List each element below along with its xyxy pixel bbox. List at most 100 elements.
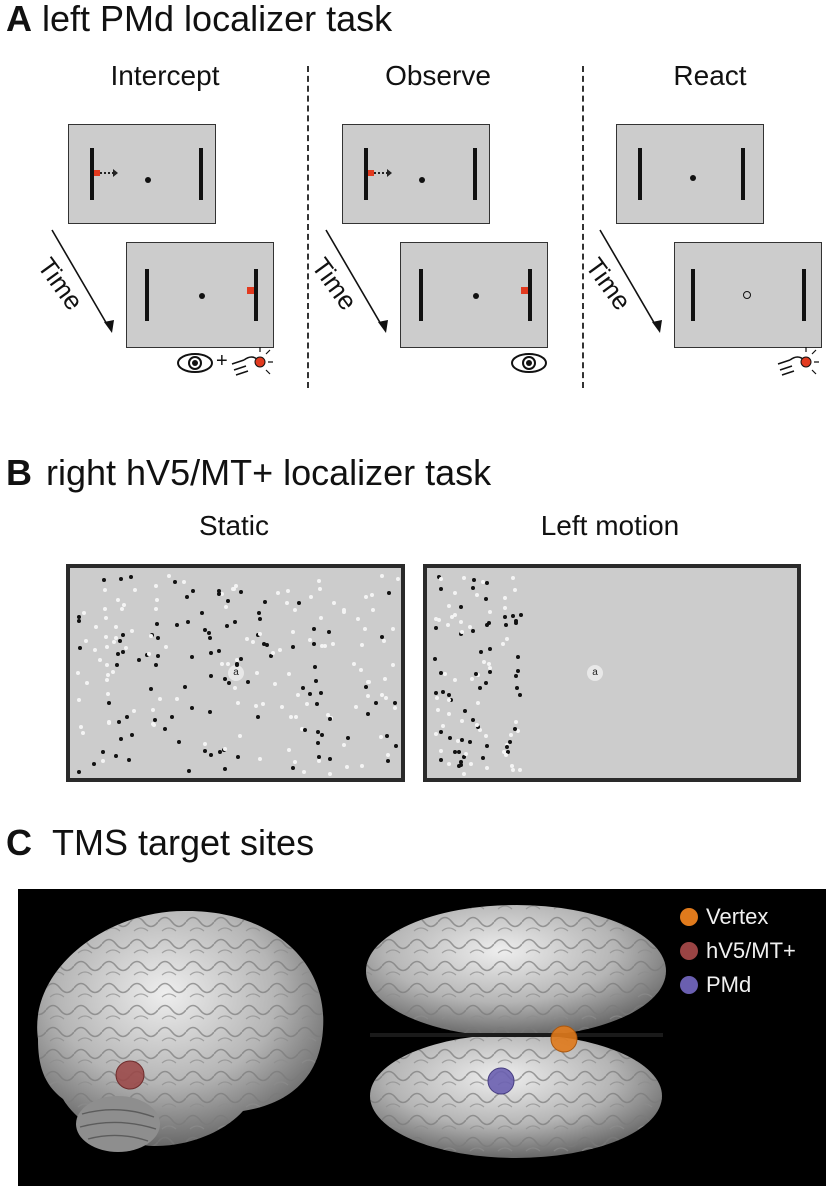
random-dot [202,748,207,753]
random-dot [153,584,158,589]
random-dot [181,579,186,584]
random-dot [486,662,491,667]
random-dot [97,657,102,662]
random-dot [487,666,492,671]
arrow-head [387,169,392,177]
plus-sign: + [216,350,228,372]
random-dot [513,621,518,626]
random-dot [316,730,321,735]
random-dot [438,577,443,582]
stimulus-screen-end [400,242,548,348]
random-dot [77,697,82,702]
random-dot [488,669,493,674]
legend-item-hv5-mt: hV5/MT+ [680,938,796,964]
random-dot [132,708,137,713]
random-dot [255,671,260,676]
random-dot [287,747,292,752]
random-dot [129,574,134,579]
random-dot [452,613,457,618]
random-dot [438,758,443,763]
random-dot [474,722,479,727]
random-dot [237,733,242,738]
site-vertex [550,1025,578,1053]
random-dot [370,607,375,612]
eye-icon [177,353,213,373]
random-dot [478,686,483,691]
random-dot [305,701,310,706]
random-dot [190,654,195,659]
dot-field-static: a [66,564,405,782]
fixation-dot [690,175,696,181]
random-dot [150,721,155,726]
random-dot [83,638,88,643]
random-dot [508,740,513,745]
random-dot [440,724,445,729]
random-dot [157,697,162,702]
random-dot [341,609,346,614]
random-dot [482,659,487,664]
random-dot [307,691,312,696]
random-dot [327,756,332,761]
brain-renderings [37,905,666,1158]
random-dot [235,662,240,667]
random-dot [216,589,221,594]
random-dot [317,758,322,763]
random-dot [120,633,125,638]
right-bar [473,148,477,200]
random-dot [103,606,108,611]
random-dot [207,630,212,635]
time-arrow [599,229,662,333]
target-square [368,170,374,176]
random-dot [484,597,489,602]
random-dot [458,759,463,764]
random-dot [455,738,460,743]
legend-label: PMd [706,972,752,997]
random-dot [471,628,475,633]
random-dot [153,607,158,612]
target-square [247,287,254,294]
random-dot [186,769,191,774]
random-dot [480,580,485,585]
stimulus-screen-start [616,124,764,224]
random-dot [115,597,120,602]
random-dot [287,672,292,677]
random-dot [106,691,111,696]
legend-item-pmd: PMd [680,972,751,998]
random-dot [504,745,509,750]
random-dot [183,685,188,690]
random-dot [390,626,395,631]
lateral-brain-view [37,910,324,1152]
random-dot [364,594,369,599]
random-dot [78,725,83,730]
site-hv5-mt [115,1060,145,1090]
random-dot [362,626,367,631]
random-dot [352,662,357,667]
random-dot [200,610,205,615]
random-dot [381,638,386,643]
random-dot [189,705,194,710]
column-divider [582,66,584,388]
random-dot [385,759,390,764]
random-dot [239,589,244,594]
random-dot [513,618,518,623]
legend-swatch [680,942,698,960]
random-dot [446,762,451,767]
random-dot [222,767,227,772]
random-dot [126,758,131,763]
random-dot [469,677,474,682]
random-dot [286,589,291,594]
random-dot [502,595,507,600]
random-dot [258,756,263,761]
random-dot [453,590,458,595]
random-dot [105,663,110,668]
random-dot [475,593,480,598]
stimulus-screen-end [126,242,274,348]
random-dot [366,693,371,698]
random-dot [506,750,511,754]
random-dot [373,701,378,706]
random-dot [379,574,384,579]
random-dot [460,629,465,634]
random-dot [379,693,384,698]
fixation-dot [199,293,205,299]
random-dot [483,681,488,686]
